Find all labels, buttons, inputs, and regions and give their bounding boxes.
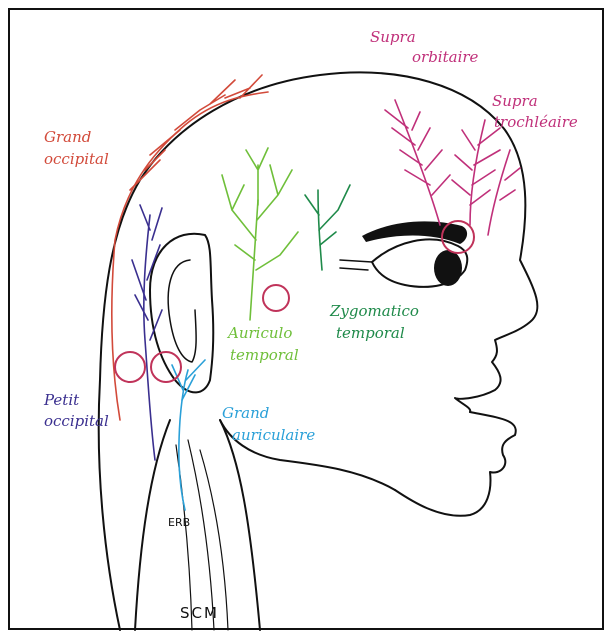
scm-muscle	[176, 440, 228, 630]
label-petit-occipital-1: Petit	[43, 391, 80, 409]
label-supra-trochleaire-2: trochléaire	[494, 113, 578, 131]
nose-outline	[395, 412, 516, 516]
label-supra-trochleaire-1: Supra	[492, 92, 538, 110]
petit-occipital-nerve	[132, 205, 162, 460]
label-zygomatico-temporal-2: temporal	[336, 324, 405, 342]
label-erb: ERB	[168, 516, 190, 529]
label-scm: SCM	[180, 604, 219, 622]
ear-inner	[168, 260, 196, 362]
label-auriculo-temporal-2: temporal	[230, 346, 299, 364]
label-supra-orbitaire-1: Supra	[370, 28, 416, 46]
circle-petit-occipital	[115, 352, 145, 382]
label-grand-occipital-2: occipital	[44, 150, 109, 168]
eyelid-line	[340, 260, 372, 270]
neck-back	[135, 420, 170, 630]
label-grand-auriculaire-1: Grand	[222, 404, 269, 422]
circle-auriculo-temporal	[263, 285, 289, 311]
label-grand-occipital-1: Grand	[44, 128, 91, 146]
label-auriculo-temporal-1: Auriculo	[226, 324, 292, 342]
label-zygomatico-temporal-1: Zygomatico	[329, 302, 419, 320]
zygomatico-temporal-nerve	[305, 185, 350, 270]
label-petit-occipital-2: occipital	[44, 412, 109, 430]
iris	[434, 250, 462, 286]
label-supra-orbitaire-2: orbitaire	[412, 48, 479, 66]
auriculo-temporal-nerve	[222, 148, 298, 320]
label-grand-auriculaire-2: auriculaire	[232, 426, 315, 444]
